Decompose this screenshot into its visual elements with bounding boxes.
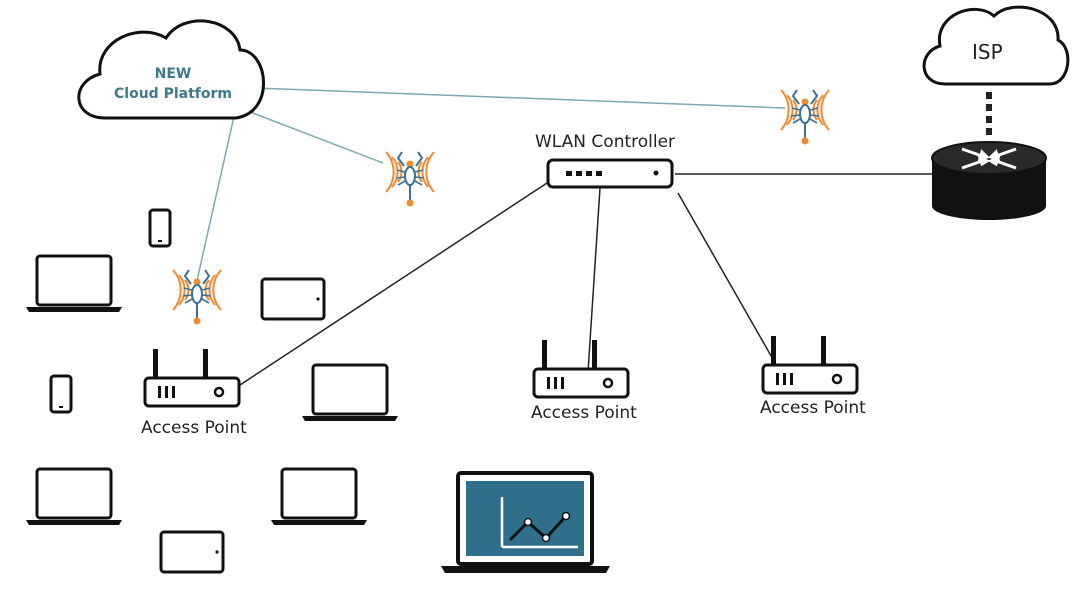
cloud-platform-label-line2: Cloud Platform — [114, 86, 232, 102]
tablet-icon-1 — [260, 277, 326, 321]
access-point-label-left: Access Point — [141, 418, 247, 438]
wireless-sensor-icon-right — [780, 89, 830, 146]
cloud-link-sensor-right — [254, 87, 786, 109]
cloud-link-sensor-middle — [244, 109, 384, 164]
dashboard-laptop-icon — [441, 471, 610, 573]
wlan-controller-label: WLAN Controller — [535, 132, 676, 152]
cloud-link-sensor-left — [195, 111, 236, 286]
wlan-controller-icon — [546, 158, 674, 189]
isp-cloud-icon — [922, 5, 1070, 86]
smartphone-icon-2 — [49, 374, 73, 414]
laptop-icon-3 — [24, 467, 124, 527]
access-point-icon-left — [143, 347, 241, 408]
wire-controller-ap-left — [239, 182, 548, 386]
access-point-icon-right — [761, 334, 859, 395]
access-point-label-right: Access Point — [760, 398, 866, 418]
wire-controller-ap-right — [677, 192, 779, 369]
cloud-platform-label-line1: NEW — [154, 66, 192, 82]
laptop-icon-4 — [269, 467, 369, 527]
isp-label: ISP — [972, 40, 1003, 64]
laptop-icon-2 — [300, 363, 400, 423]
cloud-platform-icon — [77, 19, 265, 120]
cloud-platform-label: NEW Cloud Platform — [108, 64, 238, 104]
access-point-label-middle: Access Point — [531, 403, 637, 423]
access-point-icon-middle — [532, 338, 630, 399]
dashboard-chart-icon — [500, 497, 578, 549]
tablet-icon-2 — [159, 530, 225, 574]
smartphone-icon-1 — [148, 208, 172, 248]
router-icon — [931, 141, 1047, 220]
wireless-sensor-icon-middle — [385, 151, 435, 208]
laptop-icon-1 — [24, 254, 124, 314]
wire-controller-ap-middle — [587, 187, 601, 373]
